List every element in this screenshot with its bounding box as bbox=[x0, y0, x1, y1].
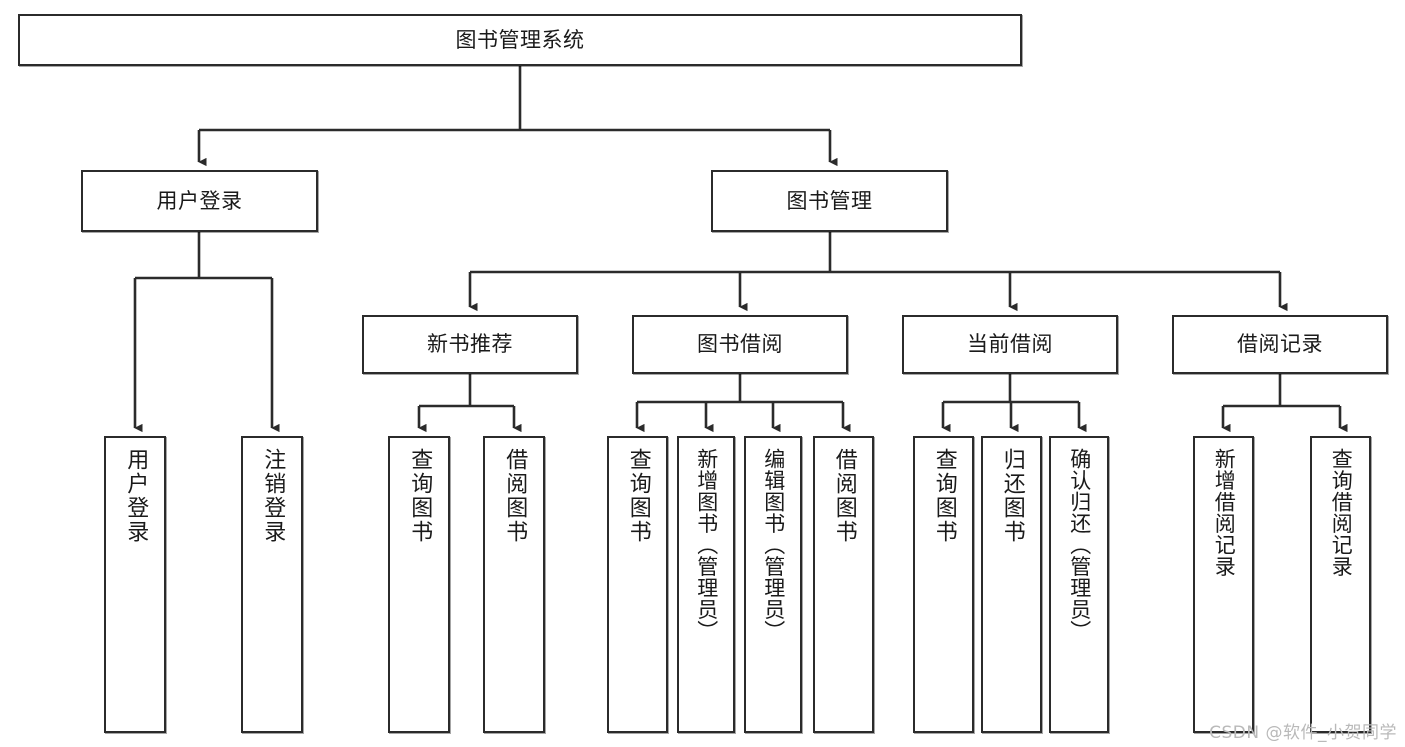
node-leaf-query-book-borrow-label: 查询图书 bbox=[625, 448, 651, 544]
node-leaf-user-login-label: 用户登录 bbox=[123, 448, 149, 544]
node-book-borrow[interactable]: 图书借阅 bbox=[632, 315, 848, 374]
node-leaf-return-book[interactable]: 归还图书 bbox=[981, 436, 1042, 733]
node-leaf-borrow-book[interactable]: 借阅图书 bbox=[813, 436, 874, 733]
node-leaf-edit-book-admin[interactable]: 编辑图书（管理员） bbox=[744, 436, 802, 733]
node-leaf-add-borrow-record-label: 新增借阅记录 bbox=[1212, 448, 1237, 577]
node-leaf-logout-label: 注销登录 bbox=[260, 448, 286, 544]
node-leaf-add-book-admin[interactable]: 新增图书（管理员） bbox=[677, 436, 735, 733]
node-root-label: 图书管理系统 bbox=[455, 27, 585, 52]
node-leaf-query-book-recommend[interactable]: 查询图书 bbox=[388, 436, 450, 733]
node-current-borrow[interactable]: 当前借阅 bbox=[902, 315, 1118, 374]
node-leaf-query-book-current[interactable]: 查询图书 bbox=[913, 436, 974, 733]
node-leaf-query-borrow-record-label: 查询借阅记录 bbox=[1329, 448, 1354, 577]
node-borrow-record-label: 借阅记录 bbox=[1237, 332, 1323, 357]
node-leaf-borrow-book-label: 借阅图书 bbox=[831, 448, 857, 544]
node-leaf-logout[interactable]: 注销登录 bbox=[241, 436, 303, 733]
node-book-management-label: 图书管理 bbox=[786, 188, 873, 213]
node-leaf-borrow-book-recommend-label: 借阅图书 bbox=[502, 448, 528, 544]
node-user-login[interactable]: 用户登录 bbox=[81, 170, 318, 232]
node-leaf-query-book-borrow[interactable]: 查询图书 bbox=[607, 436, 668, 733]
node-new-book-recommend[interactable]: 新书推荐 bbox=[362, 315, 578, 374]
node-leaf-user-login[interactable]: 用户登录 bbox=[104, 436, 166, 733]
node-new-book-recommend-label: 新书推荐 bbox=[427, 332, 513, 357]
node-leaf-borrow-book-recommend[interactable]: 借阅图书 bbox=[483, 436, 545, 733]
node-leaf-return-book-label: 归还图书 bbox=[999, 448, 1025, 544]
node-leaf-edit-book-admin-label: 编辑图书（管理员） bbox=[761, 448, 786, 642]
node-user-login-label: 用户登录 bbox=[156, 188, 243, 213]
node-root[interactable]: 图书管理系统 bbox=[18, 14, 1022, 66]
node-borrow-record[interactable]: 借阅记录 bbox=[1172, 315, 1388, 374]
node-leaf-add-book-admin-label: 新增图书（管理员） bbox=[694, 448, 719, 642]
node-book-management[interactable]: 图书管理 bbox=[711, 170, 948, 232]
node-leaf-query-borrow-record[interactable]: 查询借阅记录 bbox=[1310, 436, 1371, 733]
node-leaf-query-book-current-label: 查询图书 bbox=[931, 448, 957, 544]
node-leaf-add-borrow-record[interactable]: 新增借阅记录 bbox=[1193, 436, 1254, 733]
node-book-borrow-label: 图书借阅 bbox=[697, 332, 783, 357]
node-leaf-confirm-return-admin-label: 确认归还（管理员） bbox=[1067, 448, 1092, 642]
node-leaf-query-book-recommend-label: 查询图书 bbox=[407, 448, 433, 544]
node-leaf-confirm-return-admin[interactable]: 确认归还（管理员） bbox=[1049, 436, 1109, 733]
node-current-borrow-label: 当前借阅 bbox=[967, 332, 1053, 357]
